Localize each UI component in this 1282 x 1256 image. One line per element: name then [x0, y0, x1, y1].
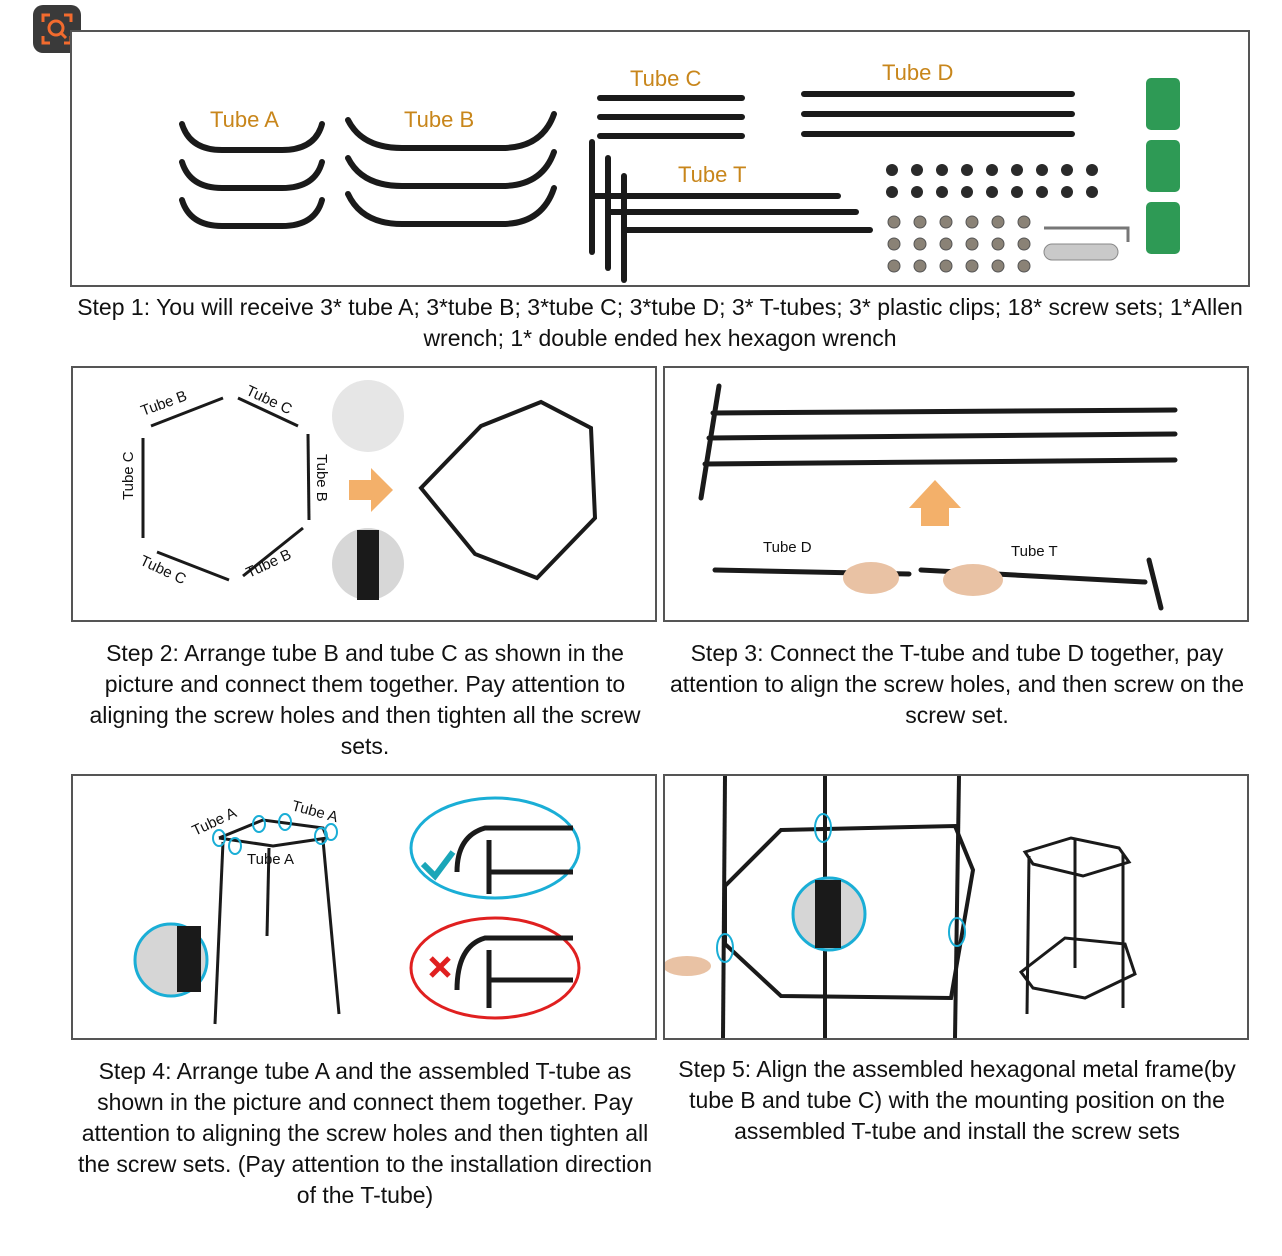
- parts-illustration: Tube A Tube B Tube C Tube D Tube T: [179, 60, 1180, 283]
- tube-c-label: Tube C: [630, 66, 701, 91]
- check-icon: [420, 850, 456, 881]
- step2-panel: Tube B Tube C Tube B Tube C Tube C Tube …: [71, 366, 657, 622]
- step3-tube-d-label: Tube D: [763, 539, 812, 556]
- step2-tube-b-3: Tube B: [244, 546, 295, 582]
- step1-caption: Step 1: You will receive 3* tube A; 3*tu…: [77, 294, 1243, 351]
- step2-tube-c-2: Tube C: [120, 451, 137, 500]
- arrow-up-icon: [909, 480, 961, 526]
- arrow-right-icon: [349, 468, 393, 512]
- step4-panel: Tube A Tube A Tube A: [71, 774, 657, 1040]
- step3-panel: Tube D Tube T: [663, 366, 1249, 622]
- tube-t-label: Tube T: [678, 162, 746, 187]
- tube-a-label: Tube A: [210, 107, 279, 132]
- step3-caption: Step 3: Connect the T-tube and tube D to…: [669, 640, 1245, 728]
- step2-caption: Step 2: Arrange tube B and tube C as sho…: [89, 640, 641, 759]
- step4-tube-a-2: Tube A: [290, 797, 340, 826]
- step2-tube-b-2: Tube B: [313, 454, 330, 502]
- step2-tube-c-3: Tube C: [137, 552, 188, 588]
- step4-caption: Step 4: Arrange tube A and the assembled…: [77, 1058, 653, 1208]
- tube-b-label: Tube B: [404, 107, 474, 132]
- step4-tube-a-3: Tube A: [247, 851, 294, 868]
- step5-caption: Step 5: Align the assembled hexagonal me…: [678, 1056, 1236, 1144]
- cross-icon: [429, 956, 451, 978]
- step3-tube-t-label: Tube T: [1011, 543, 1058, 560]
- step1-parts-panel: Tube A Tube B Tube C Tube D Tube T: [70, 30, 1250, 287]
- step5-panel: [663, 774, 1249, 1040]
- lens-search-icon[interactable]: [33, 5, 81, 53]
- tube-d-label: Tube D: [882, 60, 953, 85]
